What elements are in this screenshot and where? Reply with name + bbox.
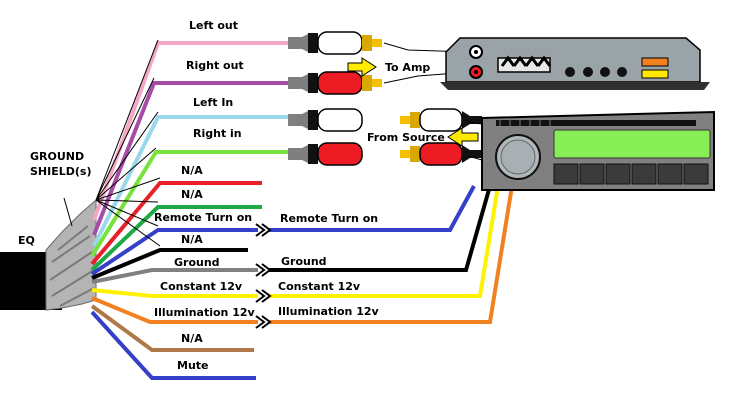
wire-left-out [92,41,296,221]
head-unit-display [553,129,711,159]
head-unit-buttons [553,163,709,185]
head-unit-lead-white [467,121,483,125]
head-unit-lead-red [467,155,483,161]
amp-knob-3 [600,67,610,77]
connector-ground [255,263,272,277]
wire-remote-src [268,185,476,232]
wire-na1 [90,181,262,266]
wire-mute [90,310,256,380]
label-ground-shield-2: SHIELD(s) [30,165,91,178]
head-unit-slot [496,120,696,126]
label-ground-eq: Ground [174,256,220,269]
wire-na4 [90,304,254,352]
label-right-out: Right out [186,59,244,72]
wire-left-in [92,115,296,247]
label-remote-eq: Remote Turn on [154,211,252,224]
head-unit [481,110,715,191]
label-left-in: Left In [193,96,233,109]
label-from-source: From Source [367,131,445,144]
rca-right-out [288,71,382,95]
label-ground-shield-1: GROUND [30,150,84,163]
amplifier [440,37,710,90]
from-source-arrow [447,127,479,147]
label-na-4: N/A [181,332,203,345]
label-illum-src: Illumination 12v [278,305,380,318]
label-mute: Mute [177,359,209,372]
shield-leaders [95,39,161,247]
shield-pointer [63,197,73,227]
rca-plugs [288,31,482,166]
label-const-src: Constant 12v [278,280,361,293]
label-na-2: N/A [181,188,203,201]
label-ground-src: Ground [281,255,327,268]
amp-knob-1 [565,67,575,77]
amp-fuse-yellow [641,69,669,79]
connectors [255,223,272,329]
label-eq: EQ [18,234,35,247]
labels: EQ GROUND SHIELD(s) Left out Right out L… [18,19,445,372]
rca-right-in [288,142,363,166]
label-illum-eq: Illumination 12v [154,306,256,319]
eq-wires [90,41,296,380]
shield-texture [49,225,95,307]
wire-ground-eq [91,268,258,284]
rca-left-out [288,31,382,55]
label-na-1: N/A [181,164,203,177]
wire-const-src [268,185,500,298]
connector-remote [255,223,272,237]
connector-illum [255,315,272,329]
label-left-out: Left out [189,19,238,32]
rca-left-in [288,108,363,132]
wire-right-in [90,150,296,258]
amp-knob-2 [583,67,593,77]
wire-na3 [91,248,248,280]
label-right-in: Right in [193,127,242,140]
label-to-amp: To Amp [385,61,430,74]
rca-source-left [400,108,482,132]
wire-illum-src [268,185,514,324]
wire-na2 [90,205,262,272]
to-amp-arrow [347,57,377,77]
amp-fuse-orange [641,57,669,67]
connector-const [255,289,272,303]
amp-knob-4 [617,67,627,77]
label-remote-src: Remote Turn on [280,212,378,225]
label-const-eq: Constant 12v [160,280,243,293]
rca-source-right [400,142,482,166]
source-wires [268,185,514,324]
wire-const-eq [91,288,258,298]
label-na-3: N/A [181,233,203,246]
wire-remote-eq [90,228,258,276]
wire-illum-eq [91,296,258,324]
wire-ground-src [268,185,492,272]
